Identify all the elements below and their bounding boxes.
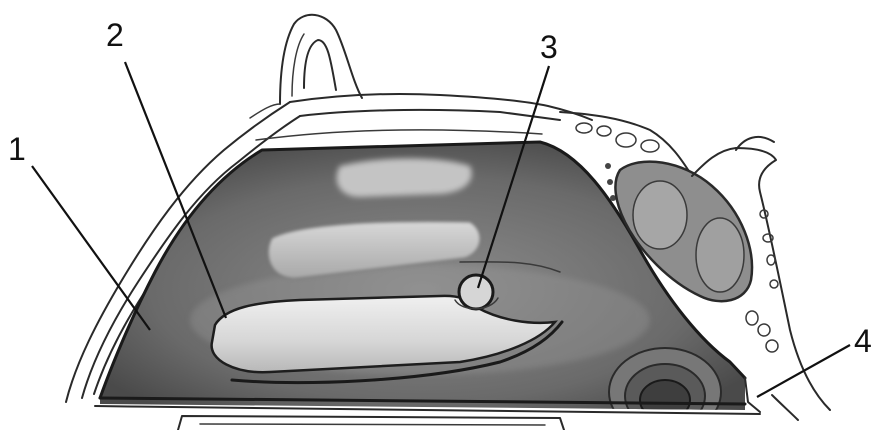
label-3: 3 (540, 29, 558, 65)
superior-turbinate (337, 159, 472, 198)
ostium (459, 275, 493, 309)
label-1: 1 (8, 131, 26, 167)
nasal-bone-top (280, 15, 362, 104)
label-4: 4 (854, 323, 872, 359)
leader-line-4 (757, 345, 850, 397)
label-2: 2 (106, 17, 124, 53)
leader-line-1 (32, 166, 150, 330)
